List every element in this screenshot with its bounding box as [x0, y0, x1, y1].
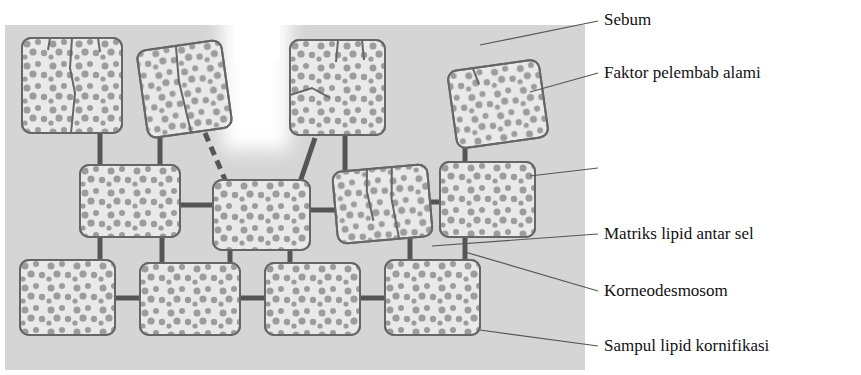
- corneocytes: [20, 38, 549, 335]
- part-label: Sampul lipid kornifikasi: [604, 335, 769, 357]
- part-label: Matriks lipid antar sel: [604, 223, 754, 245]
- lipid-ground: [5, 0, 585, 370]
- leader-lines: [432, 21, 598, 346]
- part-label: Faktor pelembab alami: [604, 62, 761, 84]
- part-label: Sebum: [604, 9, 651, 31]
- part-label: Korneodesmosom: [604, 280, 728, 302]
